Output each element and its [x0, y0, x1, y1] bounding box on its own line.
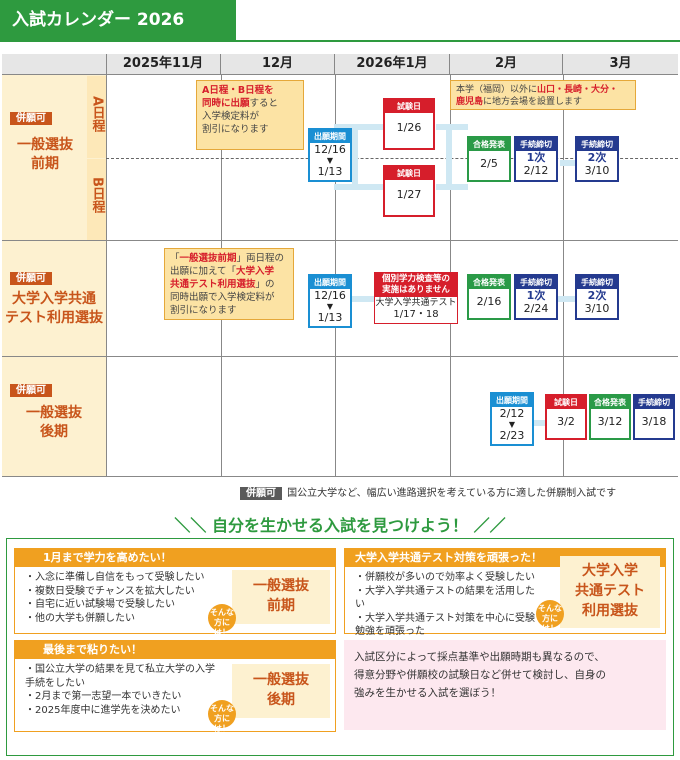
row2-result: 合格発表 2/16 [467, 274, 511, 320]
no-individual-exam-notice: 個別学力検査等の実施はありません [375, 273, 457, 297]
row1-exam-a: 試験日 1/26 [383, 98, 435, 150]
page-title: 入試カレンダー 2026 [0, 0, 236, 40]
row1-application-period: 出願期間 12/16 ▼ 1/13 [308, 128, 352, 182]
advice-box: 入試区分によって採点基準や出願時期も異なるので、 得意分野や併願校の試験日など併… [344, 640, 666, 730]
row3-application-period: 出願期間 2/12 ▼ 2/23 [490, 392, 534, 446]
sonna-badge: そんな方には！ [208, 700, 236, 733]
card3-recommendation: 一般選抜後期 [232, 664, 330, 718]
ab-divider [106, 158, 678, 159]
row3-result: 合格発表 3/12 [589, 394, 631, 440]
row1-procedure-1: 手続締切 1次 2/12 [514, 136, 558, 182]
grid-line [2, 476, 678, 477]
legend: 併願可 国公立大学など、幅広い進路選択を考えている方に適した併願制入試です [240, 481, 616, 502]
row-label-common-test: 大学入学共通テスト利用選抜 [5, 291, 103, 326]
grid-line [106, 54, 107, 476]
discount-callout-common: 「一般選抜前期」両日程の 出願に加えて「大学入学 共通テスト利用選抜」の 同時出… [164, 248, 294, 320]
connector [334, 124, 384, 130]
connector [436, 184, 468, 190]
column-header-dec: 12月 [221, 54, 335, 74]
header-underline [0, 40, 680, 42]
card1-recommendation: 一般選抜前期 [232, 570, 330, 624]
row1-procedure-2: 手続締切 2次 3/10 [575, 136, 619, 182]
column-header-nov: 2025年11月 [106, 54, 221, 74]
sonna-badge: そんな方には！ [536, 600, 564, 633]
row-label-general-early: 一般選抜前期 [17, 137, 73, 172]
heigan-badge: 併願可 [10, 266, 52, 286]
row1-result: 合格発表 2/5 [467, 136, 511, 182]
column-header-mar: 3月 [563, 54, 678, 74]
lower-banner: ＼＼ 自分を生かせる入試を見つけよう！ ／／ [174, 516, 506, 535]
corner-header [2, 54, 106, 74]
sonna-badge: そんな方には！ [208, 604, 236, 637]
sub-label-b-schedule: B日程 [87, 159, 106, 240]
legend-text: 国公立大学など、幅広い進路選択を考えている方に適した併願制入試です [287, 488, 617, 499]
column-header-feb: 2月 [450, 54, 563, 74]
legend-badge: 併願可 [240, 487, 282, 500]
connector [534, 420, 546, 426]
card2-recommendation: 大学入学共通テスト利用選抜 [560, 556, 660, 628]
connector [346, 296, 376, 302]
discount-callout-ab: A日程・B日程を 同時に出願すると 入学検定料が 割引になります [196, 80, 304, 150]
regional-venue-note: 本学（福岡）以外に山口・長崎・大分・ 鹿児島に地方会場を設置します [450, 80, 636, 110]
row2-procedure-1: 手続締切 1次 2/24 [514, 274, 558, 320]
sub-label-a-schedule: A日程 [87, 76, 106, 158]
connector [446, 124, 452, 190]
connector [334, 184, 384, 190]
connector [556, 296, 576, 302]
grid-line [2, 240, 678, 241]
connector [436, 124, 468, 130]
card-general-late: 最後まで粘りたい！ 国公立大学の結果を見て私立大学の入学手続をしたい 2月まで第… [14, 640, 336, 732]
grid-line [2, 356, 678, 357]
row2-procedure-2: 手続締切 2次 3/10 [575, 274, 619, 320]
row3-procedure: 手続締切 3/18 [633, 394, 675, 440]
grid-line [2, 74, 678, 75]
row2-application-period: 出願期間 12/16 ▼ 1/13 [308, 274, 352, 328]
row-label-general-late: 一般選抜後期 [26, 405, 82, 440]
connector [352, 124, 358, 190]
heigan-badge: 併願可 [10, 106, 52, 126]
heigan-badge: 併願可 [10, 378, 52, 398]
grid-line [563, 74, 564, 476]
row3-exam: 試験日 3/2 [545, 394, 587, 440]
connector [560, 160, 576, 166]
row2-exam: 個別学力検査等の実施はありません 大学入学共通テスト 1/17・18 [374, 272, 458, 324]
row1-exam-b: 試験日 1/27 [383, 165, 435, 217]
column-header-jan: 2026年1月 [335, 54, 450, 74]
